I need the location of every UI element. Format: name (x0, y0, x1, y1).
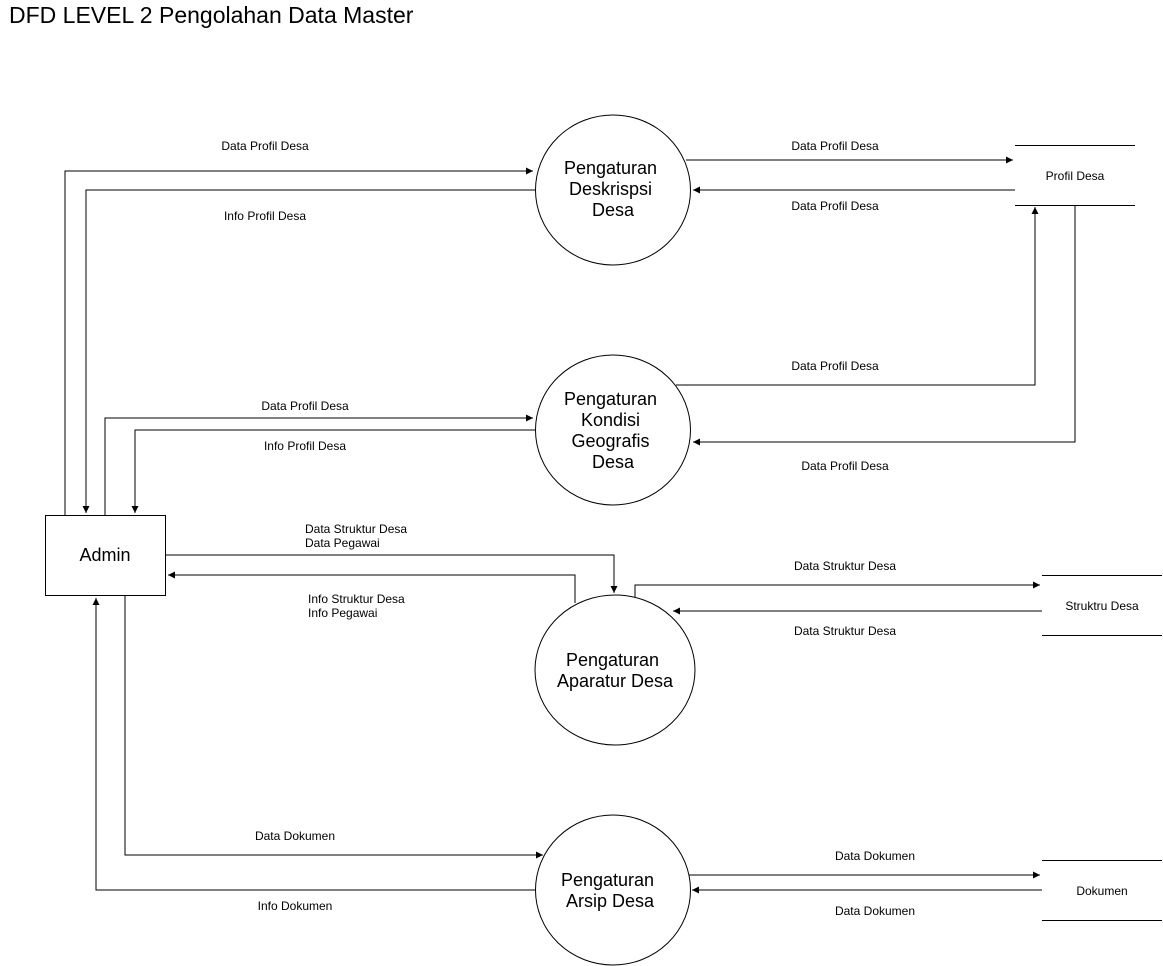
flow-line-p2-to-profil (676, 207, 1039, 386)
flow-line-profil-to-p2 (693, 205, 1076, 446)
datastore-label: Profil Desa (1046, 169, 1105, 183)
entity-label: Admin (79, 545, 130, 565)
flow-line-data-profil-to-p1 (64, 167, 533, 515)
flow-label: Info Struktur Desa Info Pegawai (308, 592, 408, 620)
process-pengaturan-deskripsi-desa[interactable]: Pengaturan Deskrispsi Desa (535, 114, 691, 266)
process-label: Pengaturan Aparatur Desa (557, 650, 674, 691)
process-circle (534, 594, 696, 746)
flow-label: Data Profil Desa (791, 199, 879, 213)
flow-line-info-profil-from-p2 (131, 429, 535, 513)
flow-line-data-profil-to-p2 (104, 414, 533, 515)
flow-line-struktur-to-p3 (165, 554, 618, 593)
process-pengaturan-arsip-desa[interactable]: Pengaturan Arsip Desa (535, 814, 691, 966)
flow-label: Data Struktur Desa (794, 624, 896, 638)
flow-line-info-profil-from-p1 (82, 189, 535, 513)
process-circle (535, 114, 691, 266)
process-pengaturan-aparatur-desa[interactable]: Pengaturan Aparatur Desa (534, 594, 696, 746)
datastore-profil-desa[interactable]: Profil Desa (1015, 145, 1135, 206)
flow-label: Info Profil Desa (224, 209, 306, 223)
flow-label: Data Dokumen (835, 849, 915, 863)
datastore-label: Dokumen (1076, 884, 1127, 898)
flow-label: Info Dokumen (258, 899, 333, 913)
connectors (64, 156, 1076, 894)
process-label: Pengaturan Kondisi Geografis Desa (564, 389, 662, 472)
flow-label: Data Dokumen (835, 904, 915, 918)
flow-label: Data Struktur Desa (794, 559, 896, 573)
entity-admin[interactable]: Admin (45, 515, 166, 596)
process-circle (535, 814, 691, 966)
flow-label: Data Profil Desa (221, 139, 309, 153)
datastore-label: Struktru Desa (1065, 599, 1139, 613)
datastore-struktru-desa[interactable]: Struktru Desa (1042, 575, 1162, 636)
flow-line-info-struktur-from-p3 (168, 571, 576, 603)
flow-label: Data Profil Desa (261, 399, 349, 413)
flow-line-info-dokumen-from-p4 (92, 598, 535, 891)
process-label: Pengaturan Deskrispsi Desa (564, 158, 662, 220)
flow-labels: Data Profil Desa Info Profil Desa Data P… (221, 139, 915, 918)
process-circle (535, 354, 691, 506)
process-pengaturan-kondisi-geografis-desa[interactable]: Pengaturan Kondisi Geografis Desa (535, 354, 691, 506)
flow-label: Data Profil Desa (791, 139, 879, 153)
diagram-title: DFD LEVEL 2 Pengolahan Data Master (9, 2, 414, 28)
process-label: Pengaturan Arsip Desa (561, 870, 659, 911)
flow-label: Data Dokumen (255, 829, 335, 843)
flow-line-dokumen-to-p4 (124, 595, 543, 859)
flow-label: Data Struktur Desa Data Pegawai (305, 522, 410, 550)
datastore-dokumen[interactable]: Dokumen (1042, 860, 1162, 921)
flow-line-p3-to-struktur (634, 581, 1040, 597)
flow-label: Data Profil Desa (791, 359, 879, 373)
flow-label: Info Profil Desa (264, 439, 346, 453)
flow-label: Data Profil Desa (801, 459, 889, 473)
entity-box (45, 515, 166, 596)
